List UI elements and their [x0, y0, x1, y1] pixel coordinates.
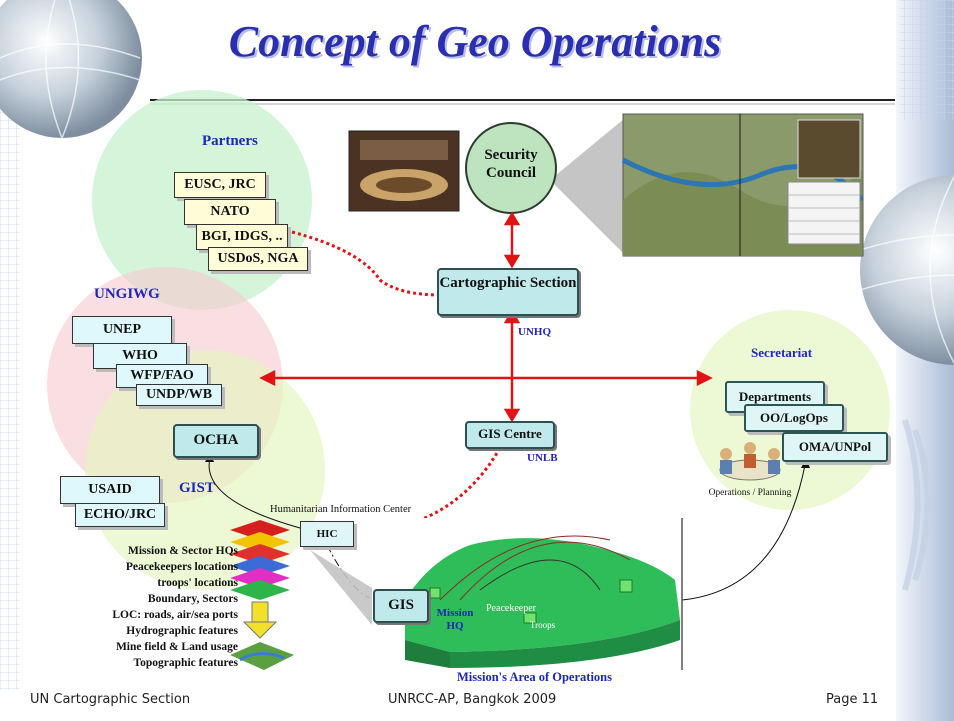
layer-item: Mine field & Land usage	[115, 641, 238, 653]
footer-left: UN Cartographic Section	[30, 692, 191, 707]
partner-card-usdos-nga: USDoS, NGA	[208, 247, 308, 271]
partners-label: Partners	[202, 133, 258, 149]
cartographic-section-box: Cartographic Section	[437, 268, 579, 316]
partner-card-bgi-idgs: BGI, IDGS, ..	[196, 224, 288, 250]
layer-item: Mission & Sector HQs	[128, 545, 238, 557]
unhq-label: UNHQ	[518, 326, 551, 338]
ocha-box: OCHA	[173, 424, 259, 458]
ungiwg-label: UNGIWG	[94, 286, 160, 302]
secretariat-card-oo-logops: OO/LogOps	[744, 404, 844, 432]
secretariat-card-oma-unpol: OMA/UNPol	[782, 432, 888, 462]
gist-label: GIST	[179, 480, 215, 496]
hic-card: HIC	[300, 521, 354, 547]
layer-item: Peacekeepers locations	[125, 561, 238, 573]
page-title: Concept of Geo Operations	[228, 17, 722, 66]
footer-page-number: Page 11	[826, 692, 879, 707]
gist-card-echo-jrc: ECHO/JRC	[75, 503, 165, 527]
secretariat-label: Secretariat	[751, 345, 813, 360]
mission-hq-label: Mission HQ	[436, 607, 474, 632]
gist-card-usaid: USAID	[60, 476, 160, 504]
partner-card-nato: NATO	[184, 199, 276, 225]
gis-centre-box: GIS Centre	[465, 421, 555, 449]
ungiwg-card-undp-wb: UNDP/WB	[136, 384, 222, 406]
layer-item: Topographic features	[133, 657, 238, 669]
ungiwg-card-unep: UNEP	[72, 316, 172, 344]
mission-area-caption: Mission's Area of Operations	[457, 670, 612, 684]
security-council-label: Security Council	[484, 147, 538, 181]
layer-item: troops' locations	[157, 577, 238, 589]
hic-caption: Humanitarian Information Center	[270, 504, 412, 515]
globe-right-icon	[860, 175, 954, 365]
troops-label: Troops	[530, 620, 556, 630]
operations-planning-caption: Operations / Planning	[708, 488, 792, 498]
security-council-circle	[465, 122, 557, 214]
partner-card-eusc-jrc: EUSC, JRC	[174, 172, 266, 198]
peacekeeper-label: Peacekeeper	[486, 603, 536, 614]
layer-item: Boundary, Sectors	[147, 593, 238, 605]
layer-item: LOC: roads, air/sea ports	[112, 609, 238, 621]
footer-center: UNRCC-AP, Bangkok 2009	[388, 692, 557, 707]
gis-box: GIS	[373, 589, 429, 623]
layer-item: Hydrographic features	[126, 625, 238, 637]
unlb-label: UNLB	[527, 452, 558, 464]
globe-topleft-icon	[0, 0, 142, 138]
